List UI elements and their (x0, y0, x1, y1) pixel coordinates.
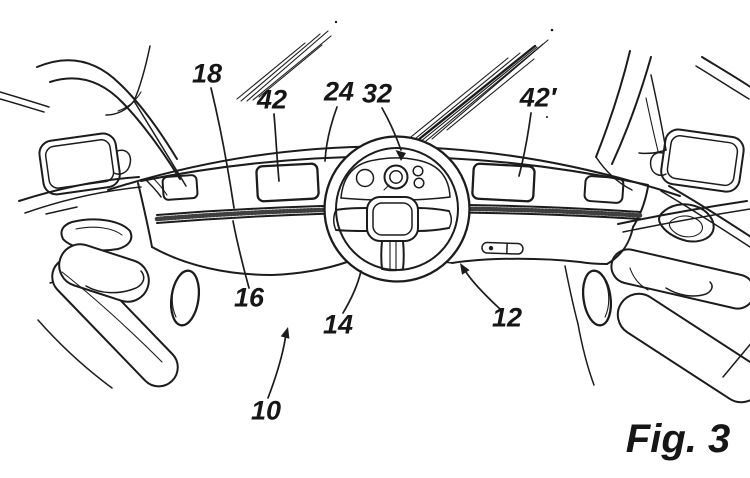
left-a-pillar (36, 45, 187, 187)
left-door-panel (0, 91, 201, 389)
ref-label-12: 12 (492, 303, 522, 333)
ref-label-42: 42 (256, 85, 287, 115)
ref-label-24: 24 (323, 77, 354, 107)
glovebox-handle (481, 241, 524, 255)
left-speaker-oval (169, 269, 201, 327)
steering-wheel (323, 135, 471, 283)
ref-label-16: 16 (234, 283, 265, 313)
arrowhead-32 (395, 150, 406, 161)
left-door-pocket (60, 218, 133, 252)
leader-16 (232, 220, 250, 289)
center-gauge (383, 164, 409, 190)
steering-wheel-spokes (333, 207, 452, 272)
right-speaker-oval (581, 269, 613, 327)
ref-label-14: 14 (323, 310, 353, 340)
leader-10 (267, 333, 287, 399)
leader-24 (324, 106, 338, 162)
leader-18 (210, 87, 235, 209)
left-armrest (37, 243, 179, 389)
left-mirror-mount (113, 149, 132, 175)
figure-caption: Fig. 3 (626, 417, 730, 461)
right-mirror-mount (649, 151, 667, 177)
left-end-display (161, 174, 199, 201)
right-door-panel (564, 185, 750, 404)
right-end-display (583, 175, 625, 204)
driver-display (255, 162, 320, 203)
right-armrest (610, 248, 750, 404)
right-door-pocket (657, 203, 715, 243)
leader-14 (342, 270, 362, 314)
right-indicator-upper (412, 165, 424, 177)
leader-32 (381, 107, 402, 151)
windshield-reflection-left (236, 20, 338, 102)
reference-numerals: 18 42 24 32 42′ 16 14 12 10 (192, 59, 558, 426)
right-indicator-lower (413, 177, 425, 189)
windshield-reflection-right (405, 28, 554, 144)
passenger-display (471, 162, 536, 203)
ref-label-10: 10 (251, 396, 281, 426)
right-mirror (649, 128, 745, 193)
arrowhead-12 (460, 263, 470, 275)
leader-lines (210, 87, 532, 399)
leader-12 (465, 271, 501, 310)
ref-label-32: 32 (362, 79, 392, 109)
left-gauge (355, 168, 375, 188)
arrowhead-10 (280, 327, 290, 339)
right-a-pillar (595, 50, 750, 191)
ref-label-18: 18 (192, 59, 222, 89)
ref-label-42-prime: 42′ (519, 83, 558, 113)
leader-42-prime (518, 112, 532, 177)
steering-wheel-hub (366, 196, 419, 242)
leader-42 (273, 113, 280, 182)
